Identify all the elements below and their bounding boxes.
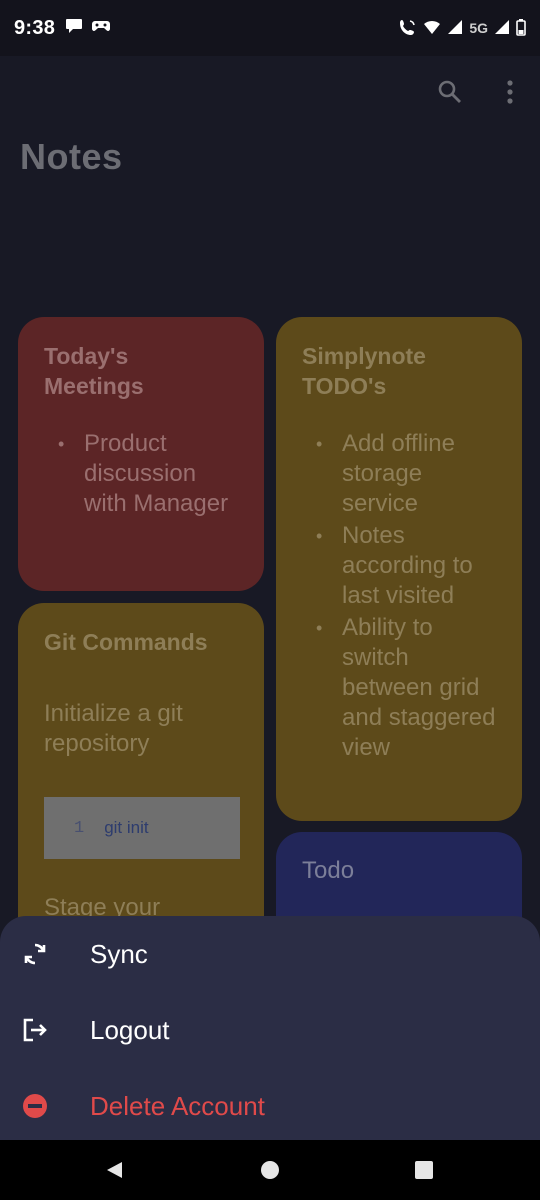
note-list: Add offline storage service Notes accord…	[302, 429, 496, 763]
note-card-meetings[interactable]: Today's Meetings Product discussion with…	[18, 317, 264, 591]
signal-icon-2	[494, 19, 510, 38]
sync-label: Sync	[90, 938, 148, 969]
logout-option[interactable]: Logout	[0, 992, 540, 1068]
back-icon[interactable]	[98, 1154, 130, 1186]
search-icon[interactable]	[434, 76, 466, 108]
battery-icon	[516, 18, 526, 39]
page-title: Notes	[20, 136, 123, 177]
list-item: Add offline storage service	[316, 429, 496, 519]
recents-icon[interactable]	[408, 1154, 440, 1186]
logout-icon	[20, 1015, 50, 1045]
code-line-number: 1	[74, 818, 85, 838]
status-bar: 9:38 5G	[0, 0, 540, 56]
delete-account-option[interactable]: Delete Account	[0, 1068, 540, 1144]
network-type: 5G	[469, 20, 488, 36]
note-title: Git Commands	[44, 629, 208, 655]
list-item: Product discussion with Manager	[58, 429, 238, 519]
delete-circle-icon	[20, 1091, 50, 1121]
code-block: 1 git init	[44, 797, 240, 859]
note-list: Product discussion with Manager	[44, 429, 238, 519]
status-time: 9:38	[14, 16, 56, 39]
list-item: Ability to switch between grid and stagg…	[316, 613, 496, 763]
chat-notification-icon	[65, 18, 83, 39]
delete-account-label: Delete Account	[90, 1090, 265, 1121]
code-text: git init	[104, 818, 149, 837]
home-icon[interactable]	[254, 1154, 286, 1186]
wifi-call-icon	[399, 18, 417, 39]
system-nav-bar	[0, 1140, 540, 1200]
sync-option[interactable]: Sync	[0, 916, 540, 992]
signal-icon	[447, 19, 463, 38]
logout-label: Logout	[90, 1014, 170, 1045]
note-title: Simplynote TODO's	[302, 343, 426, 399]
game-notification-icon	[91, 18, 111, 39]
sync-icon	[20, 939, 50, 969]
note-title: Today's Meetings	[44, 343, 144, 399]
note-card-simplynote-todos[interactable]: Simplynote TODO's Add offline storage se…	[276, 317, 522, 821]
options-bottom-sheet: Sync Logout Delete Account	[0, 916, 540, 1140]
wifi-icon	[423, 19, 441, 38]
note-text: Initialize a git repository	[44, 700, 183, 757]
list-item: Notes according to last visited	[316, 521, 496, 611]
more-vert-icon[interactable]	[494, 76, 526, 108]
note-title: Todo	[302, 857, 355, 884]
